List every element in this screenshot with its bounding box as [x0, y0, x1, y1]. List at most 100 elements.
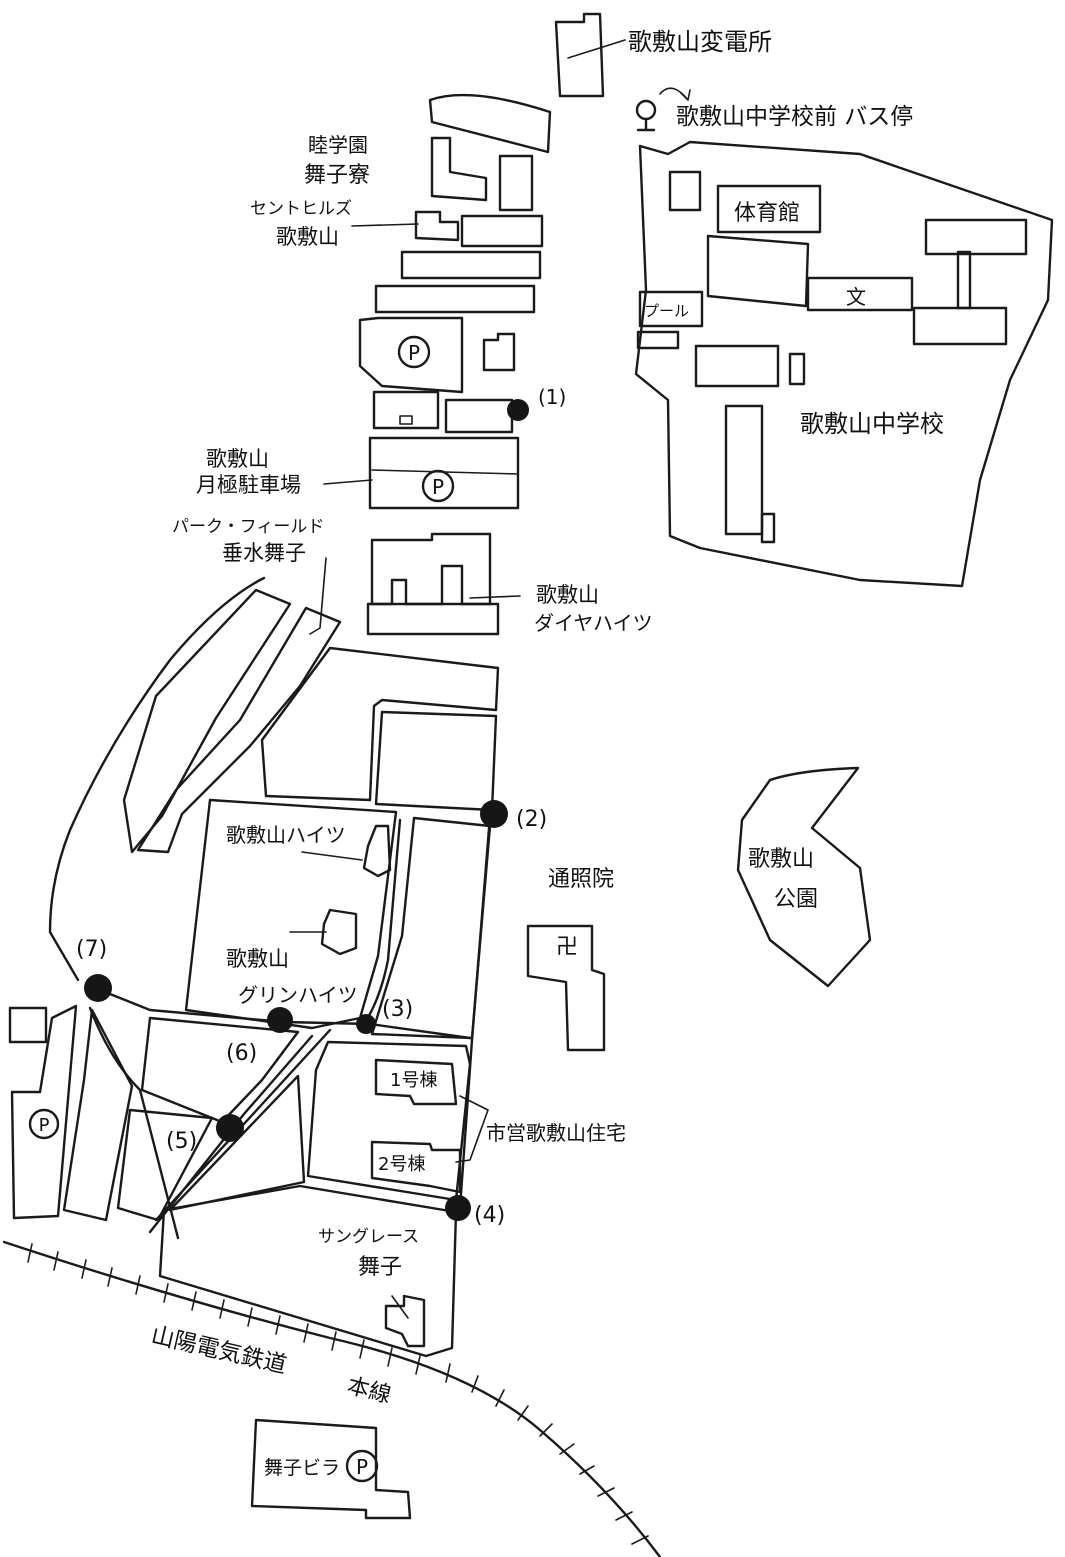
st-hills-annex — [460, 214, 544, 248]
point-6-label: (6) — [226, 1041, 257, 1066]
school-main-building — [706, 234, 810, 308]
block-west-strip — [62, 1008, 134, 1222]
school-small-shed-2 — [760, 512, 776, 544]
parking-icon-monthly: P — [421, 469, 455, 503]
school-building-south — [694, 344, 780, 388]
st-hills-label-1: セントヒルズ — [250, 199, 352, 219]
sungrace-leader — [391, 1295, 409, 1319]
building-1 — [374, 1058, 458, 1106]
city-housing-block — [306, 1040, 472, 1202]
green-heights-building — [320, 908, 358, 956]
bus-stop-label: 歌敷山中学校前 バス停 — [676, 104, 913, 130]
temple-mark: 卍 — [556, 935, 578, 960]
block-row-2 — [374, 284, 536, 314]
diamond-heights-label-2: ダイヤハイツ — [534, 611, 653, 635]
school-mark-label: 文 — [846, 285, 866, 309]
point-2-label: (2) — [516, 807, 547, 832]
small-shed — [399, 415, 413, 425]
st-hills-label-2: 歌敷山 — [276, 225, 339, 249]
school-long-building — [724, 404, 764, 536]
park-label-2: 公園 — [774, 887, 818, 912]
parking-west — [10, 1004, 78, 1220]
park-field-building — [136, 606, 342, 854]
heights-leader — [301, 851, 363, 861]
parking-icon-west: P — [28, 1108, 60, 1140]
point-5-label: (5) — [166, 1129, 197, 1154]
st-hills-leader — [351, 223, 419, 227]
park-field-label-1: パーク・フィールド — [172, 517, 324, 537]
svg-text:P: P — [356, 1455, 368, 1479]
road-east-vertical — [458, 814, 492, 1210]
monthly-parking-leader — [323, 479, 373, 485]
railway-ties — [27, 1243, 649, 1545]
gym-building — [716, 184, 822, 234]
bus-stop-pole — [636, 117, 656, 132]
point-4-label: (4) — [474, 1203, 505, 1228]
point-3-marker — [356, 1014, 376, 1034]
monthly-parking-label-2: 月極駐車場 — [196, 473, 301, 497]
point-4-marker — [445, 1195, 471, 1221]
pool — [638, 290, 704, 328]
maiko-villa-building — [250, 1418, 412, 1520]
sungrace-label-2: 舞子 — [358, 1255, 402, 1280]
pool-annex — [636, 330, 680, 350]
st-hills-building — [414, 210, 460, 242]
block-row-1 — [400, 250, 542, 280]
diamond-heights-wing — [366, 602, 500, 636]
heights-building — [362, 824, 392, 878]
parking-icon-villa: P — [345, 1449, 379, 1483]
point-2-marker — [480, 800, 508, 828]
svg-text:P: P — [408, 341, 420, 365]
city-housing-label: 市営歌敷山住宅 — [486, 1121, 626, 1145]
substation-leader — [567, 39, 626, 59]
diamond-heights-leader — [469, 595, 521, 599]
monthly-parking-label-1: 歌敷山 — [206, 447, 269, 471]
railway-label-1: 山陽電気鉄道 — [149, 1323, 289, 1379]
point-7-label: (7) — [76, 937, 107, 962]
point-1-marker — [507, 399, 529, 421]
gym-label: 体育館 — [734, 201, 800, 226]
dorm-annex — [498, 154, 534, 212]
block-mid-north — [260, 646, 500, 802]
school-east-building — [924, 218, 1028, 256]
diamond-heights-building — [370, 532, 492, 606]
mutsumi-curved-block — [428, 93, 552, 154]
mutsumi-dorm-building — [430, 136, 488, 202]
parking-block-north — [358, 316, 464, 394]
point-1-label: (1) — [538, 385, 566, 409]
sungrace-block — [158, 1184, 458, 1358]
green-heights-label-1: 歌敷山 — [226, 947, 289, 971]
substation-label: 歌敷山変電所 — [628, 28, 772, 56]
heights-label: 歌敷山ハイツ — [226, 823, 346, 847]
park-field-strip — [122, 588, 292, 854]
park-label-1: 歌敷山 — [748, 847, 814, 872]
school-building-bunkyo — [806, 276, 914, 312]
point-5-marker — [216, 1114, 244, 1142]
school-grounds — [634, 140, 1054, 588]
diamond-heights-label-1: 歌敷山 — [536, 583, 599, 607]
mutsumi-label: 睦学園 — [308, 133, 368, 157]
parking-icon-north: P — [397, 335, 431, 369]
bus-stop-icon — [635, 99, 657, 121]
point-3-label: (3) — [382, 997, 413, 1022]
point-6-marker — [267, 1007, 293, 1033]
bus-stop-arrow — [659, 87, 691, 101]
park-field-leader — [309, 557, 327, 635]
pool-label: プール — [644, 302, 689, 320]
tsushoin-label: 通照院 — [548, 867, 614, 892]
temple-building — [526, 924, 606, 1052]
block-east-road — [370, 816, 492, 1040]
school-small-shed — [788, 352, 806, 386]
point-7-marker — [84, 974, 112, 1002]
school-east-building-2 — [912, 306, 1008, 346]
park-field-label-2: 垂水舞子 — [222, 541, 306, 565]
road-west-diagonal — [88, 1006, 180, 1240]
building-2-label: 2号棟 — [378, 1154, 425, 1175]
maiko-dorm-label: 舞子寮 — [304, 163, 370, 188]
building-2 — [370, 1140, 462, 1194]
school-connector — [956, 250, 972, 310]
svg-text:P: P — [432, 475, 444, 499]
sungrace-building — [384, 1294, 426, 1348]
